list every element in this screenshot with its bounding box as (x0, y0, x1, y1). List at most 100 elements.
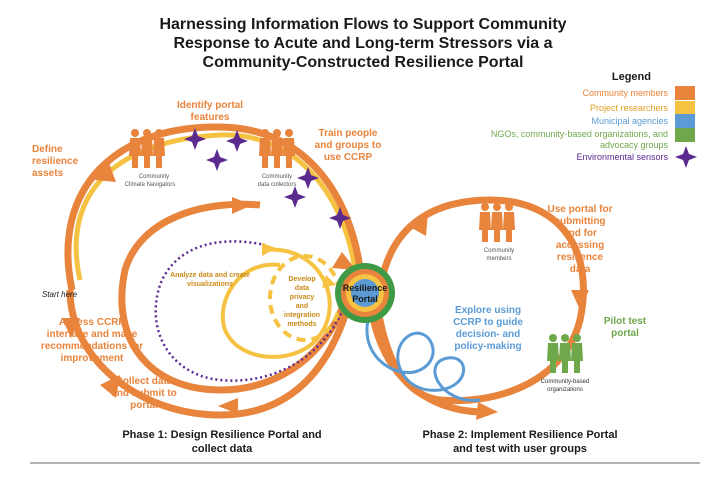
label-pilot-test: Pilot test portal (604, 316, 647, 339)
phase1-orange-outer-arc (64, 123, 364, 291)
sensor-star-icon (206, 149, 228, 171)
phase1-loop (62, 123, 364, 419)
arrow-top-left (95, 160, 116, 182)
phase1-orange-lower-arc (66, 289, 354, 419)
label-explore-ccrp-2: CCRP to guide (453, 317, 523, 328)
phase2-caption-2: and test with user groups (453, 443, 587, 455)
arrow-left-down (62, 318, 80, 338)
label-collect-data-3: portal (130, 400, 158, 411)
label-collect-data: Collect data and submit to portal (111, 376, 177, 411)
caption-data-collectors-1: Community (262, 174, 292, 180)
label-explore-ccrp-1: Explore using (455, 305, 521, 316)
person-icon-group (129, 129, 165, 168)
caption-data-collectors-2: data collectors (258, 182, 297, 188)
title-line-1: Harnessing Information Flows to Support … (159, 16, 566, 33)
label-explore-ccrp: Explore using CCRP to guide decision- an… (453, 305, 523, 352)
label-explore-ccrp-3: decision- and (456, 329, 520, 340)
legend-label-community-members: Community members (582, 88, 668, 98)
legend-swatch-community-members (675, 86, 695, 100)
label-use-portal-6: data (570, 264, 591, 275)
label-pilot-test-2: portal (611, 328, 639, 339)
label-use-portal-5: resilience (557, 252, 604, 263)
caption-community-members-2: members (486, 256, 511, 262)
label-assess-ccrp-2: interface and make (47, 329, 138, 340)
label-use-portal-3: and for (563, 228, 597, 239)
label-explore-ccrp-4: policy-making (454, 341, 521, 352)
label-define-assets-2: resilience (32, 156, 79, 167)
arrow-yellow-dashed (322, 275, 336, 288)
legend-label-ngos-2: advocacy groups (600, 140, 669, 150)
label-assess-ccrp-4: improvement (61, 353, 124, 364)
legend-swatch-ngos (675, 128, 695, 142)
phase1-caption-1: Phase 1: Design Resilience Portal and (122, 429, 321, 441)
legend-label-ngos-1: NGOs, community-based organizations, and (491, 129, 668, 139)
person-icon-group (547, 334, 583, 373)
caption-community-orgs-1: Community-based (541, 379, 590, 385)
arrow-yellow-inner (262, 243, 276, 256)
phase1-yellow-inner-circle (220, 247, 332, 359)
label-train-people: Train people and groups to use CCRP (315, 128, 382, 163)
phase2-blue-loops (365, 319, 481, 402)
phase2-orange-lower (366, 299, 481, 416)
arrow-lower-mid (218, 398, 238, 414)
portal-label-line-2: Portal (352, 294, 378, 304)
caption-community-orgs-2: organizations (547, 387, 583, 393)
legend-swatch-project-researchers (675, 101, 695, 115)
label-collect-data-2: and submit to (111, 388, 177, 399)
label-develop-data-5: integration (284, 312, 320, 319)
phase1-yellow-outer-arc (73, 132, 358, 281)
label-identify-features-1: Identify portal (177, 100, 243, 111)
label-define-assets-3: assets (32, 168, 64, 179)
label-assess-ccrp-1: Assess CCRP (59, 317, 125, 328)
arrow-p2-right (571, 290, 589, 310)
label-identify-features: Identify portal features (177, 100, 243, 123)
label-pilot-test-1: Pilot test (604, 316, 647, 327)
label-define-assets-1: Define (32, 144, 63, 155)
label-define-assets: Define resilience assets (32, 144, 79, 179)
people-community-members: Community members (479, 203, 515, 262)
caption-community-members-1: Community (484, 248, 514, 254)
person-icon-group (479, 203, 515, 242)
label-develop-data-3: privacy (290, 294, 315, 301)
arrow-p2-top (408, 213, 428, 236)
label-develop-data-2: data (295, 285, 310, 292)
arrow-inner-left (232, 197, 252, 214)
label-use-portal-4: accessing (556, 240, 604, 251)
label-develop-data-6: methods (287, 321, 316, 328)
legend: Legend Community members Project researc… (491, 71, 697, 168)
title-line-3: Community-Constructed Resilience Portal (203, 54, 524, 71)
label-train-people-3: use CCRP (324, 152, 373, 163)
people-community-orgs: Community-based organizations (541, 334, 590, 393)
resilience-portal: Resilience Portal (335, 263, 395, 323)
label-identify-features-2: features (191, 112, 230, 123)
label-analyze-data-2: visualizations (187, 281, 233, 288)
portal-blue-core (351, 279, 379, 307)
phase1-caption-2: collect data (192, 443, 253, 455)
label-use-portal: Use portal for submitting and for access… (547, 204, 612, 275)
legend-label-environmental-sensors: Environmental sensors (576, 152, 668, 162)
legend-label-municipal-agencies: Municipal agencies (591, 116, 668, 126)
label-develop-data-1: Develop (288, 276, 315, 283)
label-assess-ccrp-3: recommendations for (41, 341, 143, 352)
people-climate-navigators: Community Climate Navigators (125, 129, 176, 188)
label-collect-data-1: Collect data (116, 376, 173, 387)
label-analyze-data: Analyze data and create visualizations (170, 272, 250, 288)
label-use-portal-1: Use portal for (547, 204, 612, 215)
sensor-star-icon (284, 186, 306, 208)
legend-title: Legend (612, 71, 651, 83)
caption-climate-navigators-2: Climate Navigators (125, 182, 176, 188)
label-analyze-data-1: Analyze data and create (170, 272, 250, 279)
phase1-purple-dotted-loop (154, 240, 352, 382)
label-use-portal-2: submitting (554, 216, 605, 227)
phase2-caption-1: Phase 2: Implement Resilience Portal (422, 429, 617, 441)
legend-label-project-researchers: Project researchers (590, 103, 669, 113)
person-icon-group (259, 129, 295, 168)
caption-climate-navigators-1: Community (139, 174, 169, 180)
title-line-2: Response to Acute and Long-term Stressor… (173, 35, 552, 52)
phase2-loop (365, 196, 589, 420)
arrow-inner-right (332, 252, 356, 270)
label-train-people-1: Train people (319, 128, 378, 139)
legend-swatch-municipal-agencies (675, 114, 695, 128)
